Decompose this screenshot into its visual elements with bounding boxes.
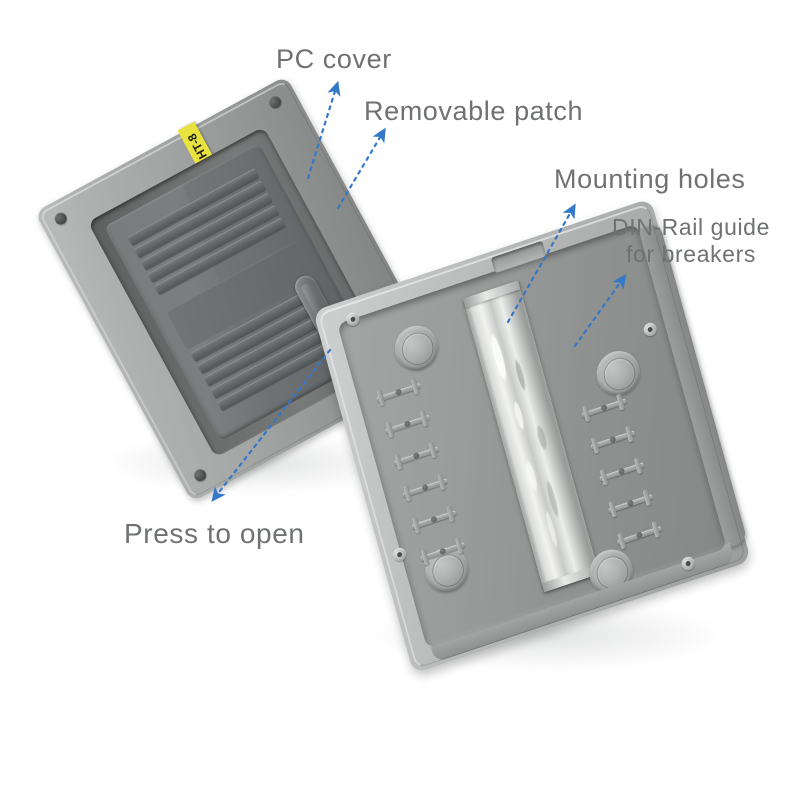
callout-removable-patch: Removable patch (364, 96, 584, 126)
callout-din-rail-line-1: DIN-Rail guide (612, 214, 770, 240)
base-body (312, 198, 752, 674)
callout-pc-cover: PC cover (276, 44, 392, 74)
callout-din-rail-line-2: for breakers (626, 240, 756, 267)
callout-mounting-holes: Mounting holes (554, 164, 746, 194)
base-rim-highlight (317, 203, 747, 669)
callout-press-to-open: Press to open (124, 518, 305, 549)
enclosure-base-unit (312, 198, 768, 674)
